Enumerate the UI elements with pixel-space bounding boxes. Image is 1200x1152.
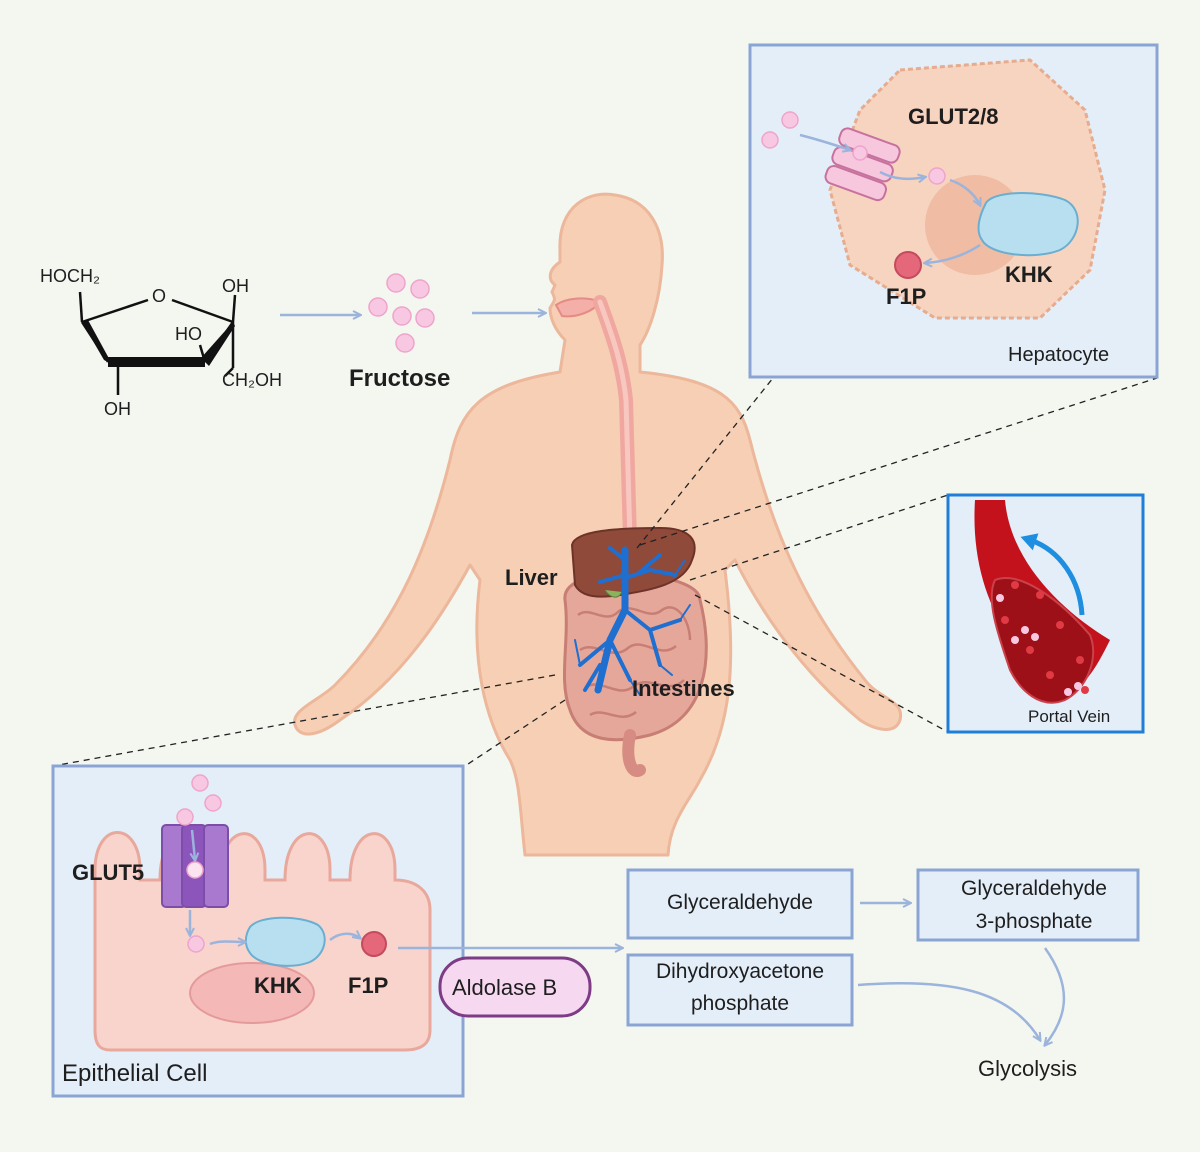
- glut5-label: GLUT5: [72, 860, 145, 885]
- body-silhouette: [293, 192, 903, 857]
- hepatocyte-label: Hepatocyte: [1008, 344, 1110, 366]
- legs: [525, 790, 672, 845]
- aldolase-b-pill: [438, 956, 592, 1018]
- epithelial-panel: [51, 764, 622, 1098]
- epithelial-cell-label: Epithelial Cell: [62, 1060, 208, 1087]
- f1p-dot-liver: [894, 251, 922, 279]
- hoch2-label: HOCH₂: [40, 266, 100, 286]
- fructose-molecules: [368, 273, 435, 353]
- portal-vein-panel: [946, 493, 1145, 734]
- intestines: [562, 572, 708, 777]
- ring-oxygen-label: O: [152, 286, 167, 306]
- portal-vein-label: Portal Vein: [1028, 707, 1111, 726]
- g3p-label-line1: Glyceraldehyde: [961, 877, 1107, 900]
- dhap-label-line2: phosphate: [690, 992, 790, 1015]
- ch2oh-label: CH₂OH: [222, 370, 282, 390]
- f1p-liver-label: F1P: [886, 284, 927, 309]
- flow-arrows-top: [280, 313, 545, 315]
- khk-enzyme-liver: [977, 192, 1079, 257]
- glyceraldehyde-label: Glyceraldehyde: [667, 891, 813, 914]
- human-body: [293, 192, 903, 857]
- zoom-lines: [52, 377, 1158, 767]
- g3p-box: [916, 868, 1140, 942]
- f1p-dot-intestine: [361, 931, 387, 957]
- oh-right-label: OH: [222, 276, 249, 296]
- aldolase-b-label: Aldolase B: [452, 975, 558, 1000]
- glyceraldehyde-box: [626, 868, 854, 940]
- pathway: [438, 868, 1140, 1045]
- hepatocyte-panel: [748, 43, 1159, 379]
- intestines-label: Intestines: [632, 676, 735, 701]
- khk-enzyme-intestine: [244, 916, 326, 967]
- g3p-label-line2: 3-phosphate: [975, 910, 1093, 933]
- khk-liver-label: KHK: [1005, 262, 1053, 287]
- liver-label: Liver: [505, 565, 558, 590]
- oh-bottom-label: OH: [104, 399, 131, 419]
- f1p-intestine-label: F1P: [348, 973, 389, 998]
- dhap-label-line1: Dihydroxyacetone: [655, 960, 825, 983]
- glut2-8-label: GLUT2/8: [908, 104, 999, 129]
- dhap-box: [626, 953, 854, 1027]
- khk-intestine-label: KHK: [254, 973, 302, 998]
- portal-vessels: [574, 546, 691, 696]
- epithelial-nucleus: [189, 962, 315, 1024]
- fructose-structure: [78, 291, 237, 395]
- fructose-label: Fructose: [349, 365, 451, 392]
- glycolysis-label: Glycolysis: [978, 1056, 1078, 1081]
- ho-label: HO: [175, 324, 202, 344]
